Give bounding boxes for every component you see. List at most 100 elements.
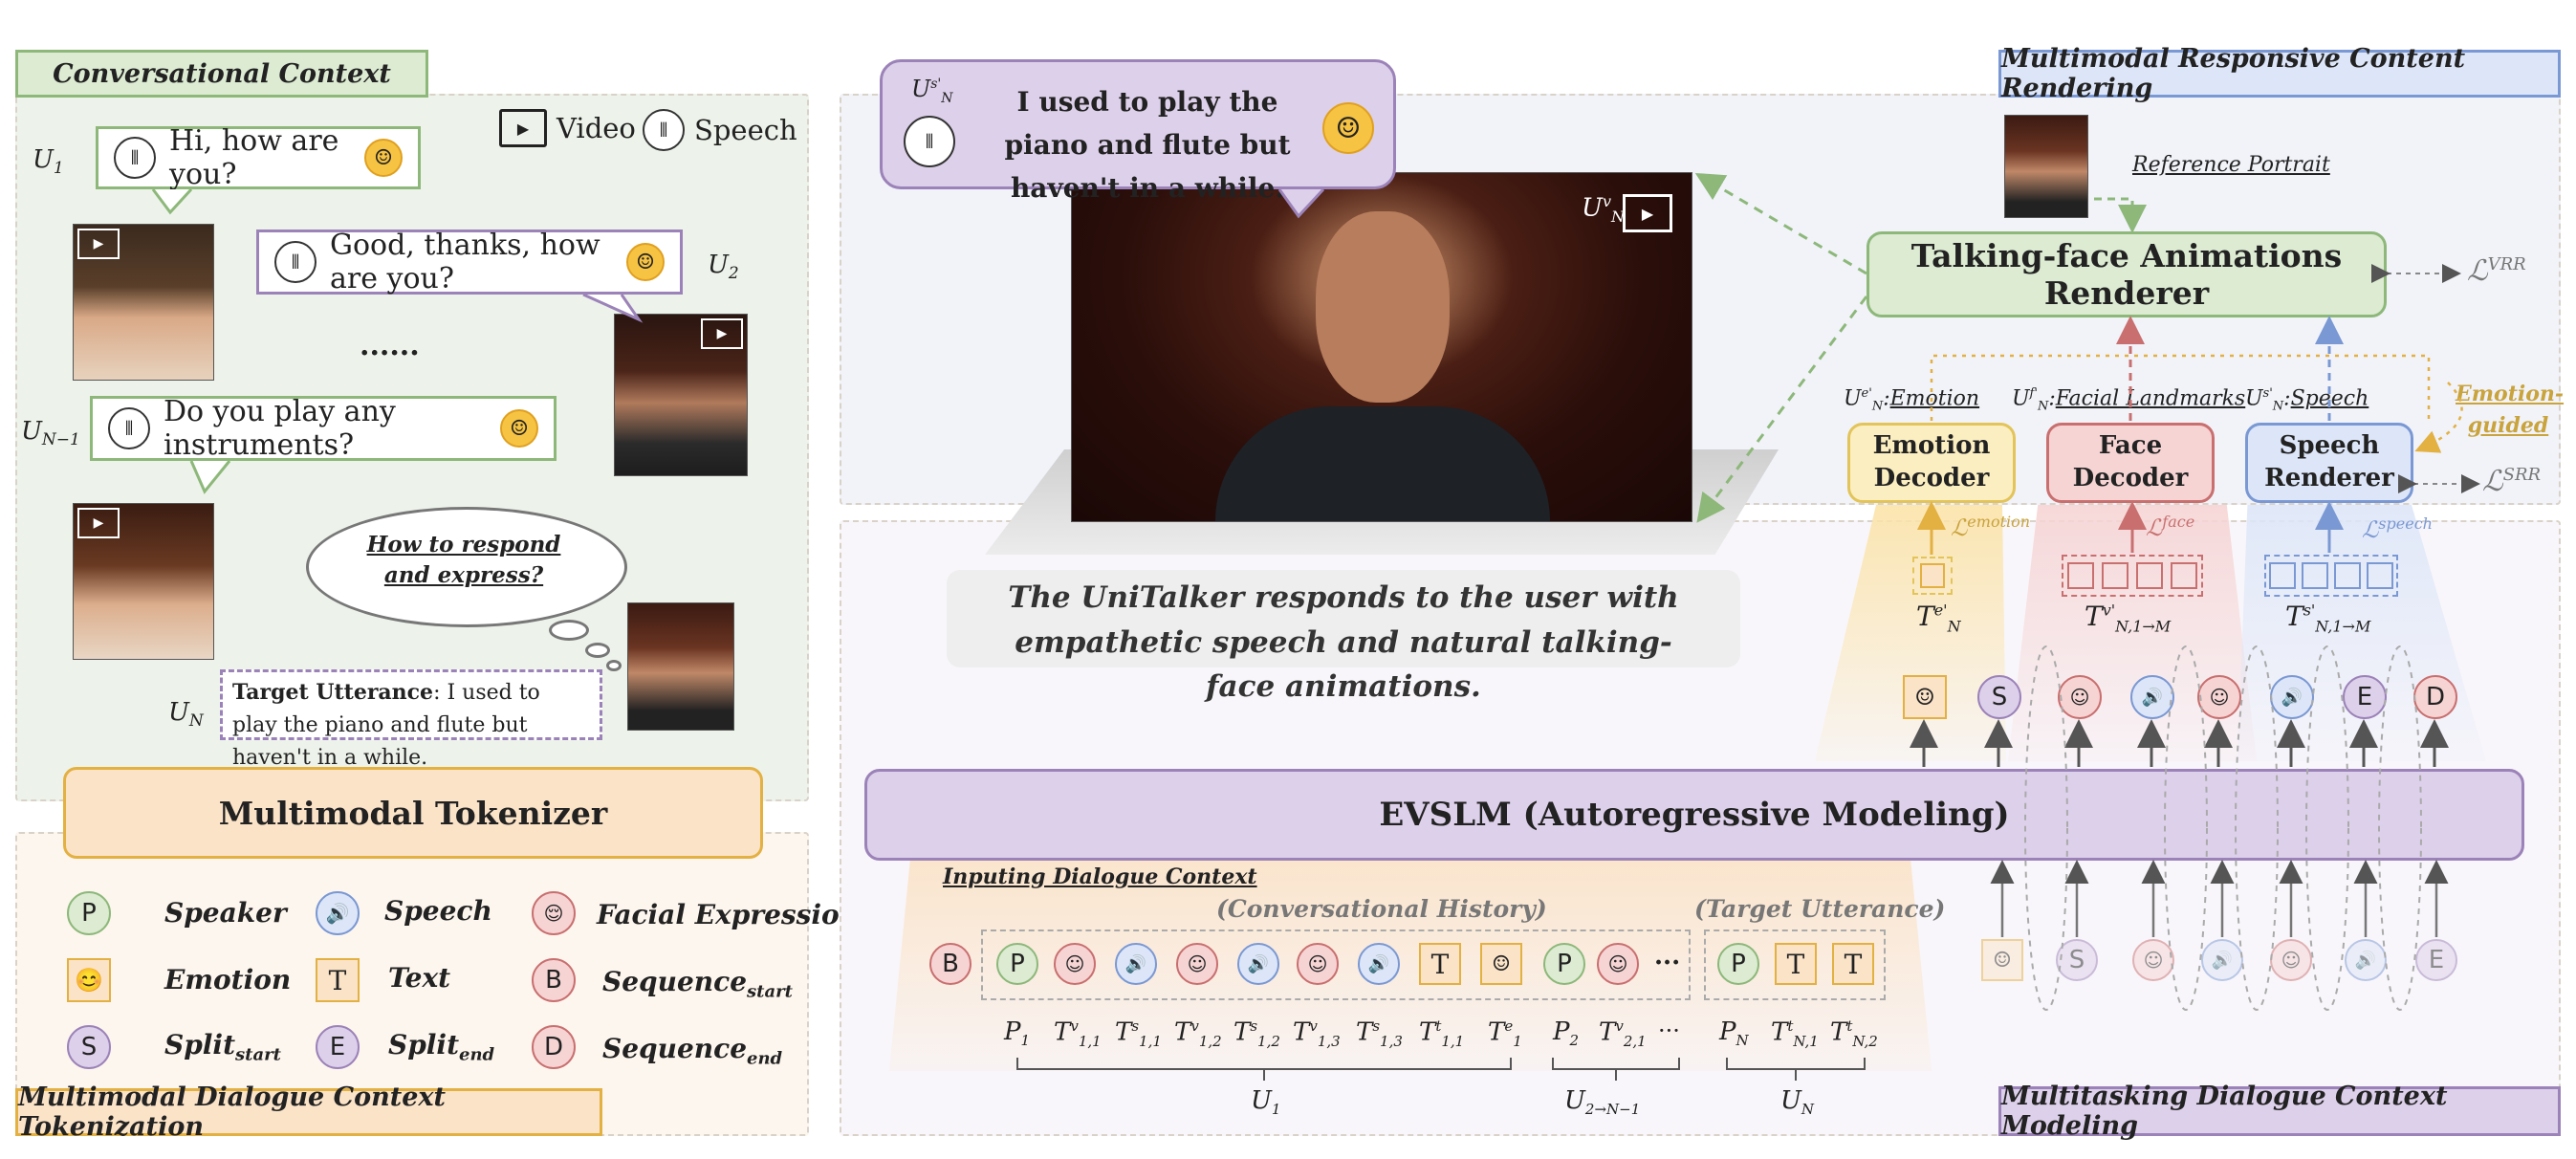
in-speech-token-2: 🔊 <box>1237 943 1279 985</box>
in-label-tv12: Tv1,2 <box>1174 1017 1222 1050</box>
in-speaker-token-2: P <box>1543 943 1585 985</box>
u1-label: U1 <box>33 145 64 179</box>
speech-output-label: Us'N:Speech <box>2245 386 2369 414</box>
out-seq-end-token: D <box>2413 675 2457 719</box>
out-split-end-token: E <box>2343 675 2387 719</box>
faded-split-end-token: E <box>2415 939 2457 981</box>
face-token-box <box>2062 555 2203 597</box>
video-legend-label: Video <box>557 112 636 144</box>
faded-speech-token-2: 🔊 <box>2345 939 2387 981</box>
in-text-token-1: T <box>1419 943 1461 985</box>
in-text-token-n2: T <box>1832 943 1874 985</box>
in-face-token-2: ☺ <box>1176 943 1218 985</box>
legend-seqstart-token: B <box>532 958 576 1002</box>
face-output-label: Uf'N:Facial Landmarks <box>2012 386 2246 414</box>
legend-splitstart-token: S <box>67 1025 111 1069</box>
rendering-tag: Multimodal Responsive Content Rendering <box>1998 44 2561 103</box>
emotion-token-box <box>1912 557 1953 595</box>
bubble-u2-text: Good, thanks, how are you? <box>330 229 600 295</box>
reference-portrait-label: Reference Portrait <box>2132 153 2330 177</box>
tokenization-tag: Multimodal Dialogue Context Tokenization <box>15 1082 602 1142</box>
out-face-token-2: ☺ <box>2197 675 2241 719</box>
legend-speaker-token: P <box>67 891 111 935</box>
in-label-tt11: Tt1,1 <box>1419 1017 1465 1050</box>
legend-seqstart-label: Sequencestart <box>602 966 793 1002</box>
loss-srr: ℒSRR <box>2482 465 2542 498</box>
bubble-un1-text: Do you play any instruments? <box>164 395 396 462</box>
faded-split-start-token: S <box>2056 939 2098 981</box>
user-portrait-2: ▶ <box>73 503 214 660</box>
emotion-output-label: Ue'N:Emotion <box>1844 386 1980 414</box>
tokenization-panel <box>15 832 809 1136</box>
user-portrait-1: ▶ <box>73 224 214 381</box>
in-label-ts12: Ts1,2 <box>1233 1017 1280 1050</box>
talking-face-renderer: Talking-face Animations Renderer <box>1867 231 2387 317</box>
thought-dot-3 <box>606 660 622 671</box>
face-decoder: Face Decoder <box>2046 423 2215 503</box>
target-utt-label: (Target Utterance) <box>1694 895 1946 923</box>
speech-token-box <box>2264 555 2398 597</box>
in-seq-start-token: B <box>929 943 971 985</box>
emotion-decoder: Emotion Decoder <box>1847 423 2016 503</box>
legend-facial-label: Facial Expression <box>597 899 860 930</box>
legend-text-label: Text <box>388 962 451 994</box>
speaker-face <box>1316 211 1450 403</box>
video-icon: ▶ <box>77 229 120 259</box>
bubble-u1: ⦀ Hi, how are you? ☺ <box>96 124 421 191</box>
legend-speech-label: Speech <box>384 895 492 927</box>
loss-emotion: ℒemotion <box>1951 513 2031 541</box>
in-label-dots: ··· <box>1658 1017 1680 1044</box>
in-face-token-4: ☺ <box>1597 943 1639 985</box>
video-icon: ▶ <box>701 318 743 349</box>
in-face-token-1: ☺ <box>1054 943 1096 985</box>
group-un-label: UN <box>1780 1086 1815 1119</box>
thought-dot-2 <box>585 643 610 658</box>
conversational-context-tag: Conversational Context <box>15 50 428 98</box>
video-label: UvN <box>1582 192 1625 226</box>
modeling-tag: Multitasking Dialogue Context Modeling <box>1998 1082 2561 1141</box>
speech-icon: ⦀ <box>114 137 156 179</box>
caption-box: The UniTalker responds to the user with … <box>947 570 1740 704</box>
legend-facial-token: 😌 <box>532 891 576 935</box>
conv-history-label: (Conversational History) <box>1216 895 1547 923</box>
in-face-token-3: ☺ <box>1297 943 1339 985</box>
legend-splitend-token: E <box>316 1025 360 1069</box>
thought-cloud: How to respond and express? <box>306 488 627 631</box>
evslm-block: EVSLM (Autoregressive Modeling) <box>864 769 2524 861</box>
video-icon: ▶ <box>77 508 120 538</box>
in-speech-token-3: 🔊 <box>1358 943 1400 985</box>
wink-emoji-icon: ☺ <box>626 243 665 281</box>
legend-speech-token: 🔊 <box>316 891 360 935</box>
legend-seqend-token: D <box>532 1025 576 1069</box>
in-label-ts13: Ts1,3 <box>1356 1017 1403 1050</box>
bubble-u2: ⦀ Good, thanks, how are you? ☺ <box>256 229 683 295</box>
tongue-emoji-icon: ☺ <box>1322 102 1374 154</box>
video-icon: ▶ <box>1623 194 1672 232</box>
faded-face-token-2: ☺ <box>2270 939 2312 981</box>
speech-icon: ⦀ <box>108 407 150 449</box>
inputting-label: Inputing Dialogue Context <box>943 864 1257 889</box>
history-dots: ··· <box>1654 949 1681 977</box>
target-utterance-text: : I used to play the piano and flute but… <box>232 681 540 771</box>
response-text: I used to play the piano and flute but h… <box>1004 86 1291 204</box>
out-speech-token-2: 🔊 <box>2270 675 2314 719</box>
in-label-p1: P1 <box>1004 1017 1031 1050</box>
video-legend: ▶ Video <box>499 109 636 147</box>
legend-emotion-token: 😊 <box>67 958 111 1002</box>
response-speech-bubble: Us'N ⦀ I used to play the piano and flut… <box>880 59 1396 204</box>
target-group <box>1704 929 1886 1000</box>
ellipsis: ...... <box>360 329 420 362</box>
in-label-ts11: Ts1,1 <box>1115 1017 1162 1050</box>
legend-splitend-label: Splitend <box>388 1029 495 1065</box>
out-split-start-token: S <box>1977 675 2021 719</box>
speech-icon: ⦀ <box>274 241 317 283</box>
generated-video-frame: UvN ▶ <box>1071 172 1692 522</box>
speech-superscript-label: Us'N <box>911 76 953 106</box>
reference-portrait-image <box>2004 115 2088 218</box>
bubble-u1-text: Hi, how are you? <box>169 124 339 191</box>
agent-portrait-2 <box>627 602 734 731</box>
emotion-guided-label: Emotion-guided <box>2456 382 2565 438</box>
bubble-un1: ⦀ Do you play any instruments? ☺ <box>90 395 557 462</box>
agent-portrait-1: ▶ <box>614 314 748 476</box>
out-face-token-1: ☺ <box>2058 675 2102 719</box>
